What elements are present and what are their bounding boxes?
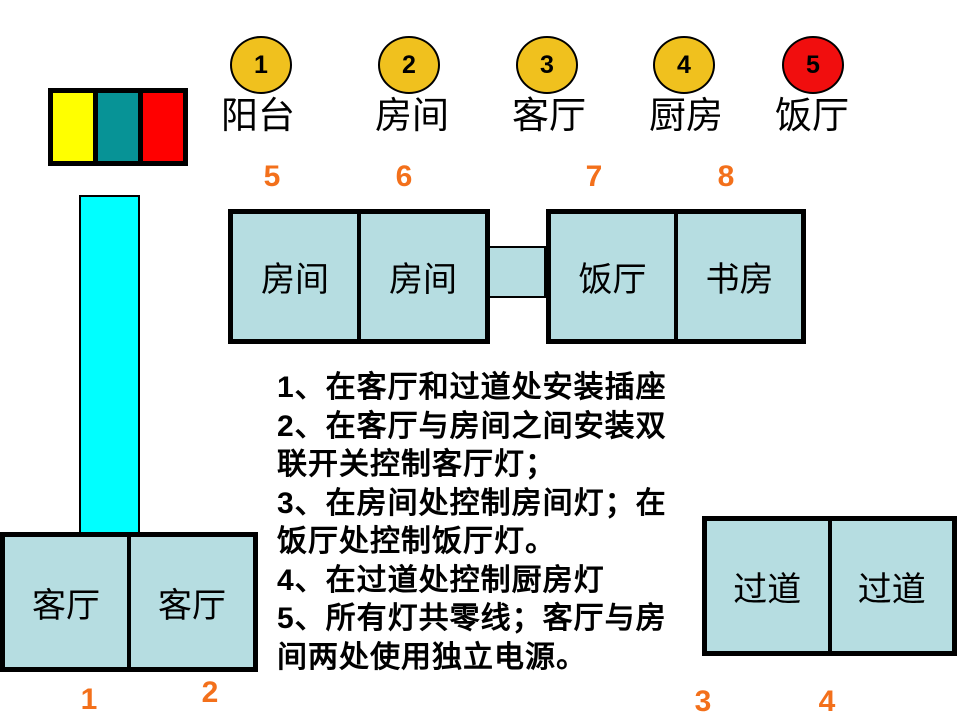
circuit-badge-2: 2 xyxy=(378,36,440,94)
point-number-6: 6 xyxy=(395,160,413,193)
circuit-badge-4: 4 xyxy=(653,36,715,94)
room-cell-corridor-1: 过道 xyxy=(733,571,802,609)
point-number-8: 8 xyxy=(717,160,735,193)
legend-cell-yellow xyxy=(53,93,93,161)
room-cell-bedroom-2: 房间 xyxy=(357,214,485,339)
wiring-instructions: 1、在客厅和过道处安装插座 2、在客厅与房间之间安装双 联开关控制客厅灯； 3、… xyxy=(277,369,717,677)
circuit-label-dining-room: 饭厅 xyxy=(775,96,849,137)
circuit-badge-1: 1 xyxy=(230,36,292,94)
circuit-label-balcony: 阳台 xyxy=(221,96,295,137)
instruction-line-5: 饭厅处控制饭厅灯。 xyxy=(277,525,556,558)
point-number-1: 1 xyxy=(80,683,98,716)
instruction-line-4: 3、在房间处控制房间灯；在 xyxy=(277,486,667,520)
instruction-line-3: 联开关控制客厅灯； xyxy=(277,448,556,481)
block-connector xyxy=(488,246,546,298)
upper-left-room-block: 房间 房间 xyxy=(228,209,490,344)
instruction-line-1: 1、在客厅和过道处安装插座 xyxy=(277,371,667,404)
circuit-badge-5: 5 xyxy=(782,36,844,94)
circuit-badge-4-number: 4 xyxy=(677,50,691,79)
point-number-7: 7 xyxy=(585,160,603,193)
circuit-badge-3-number: 3 xyxy=(540,50,554,79)
circuit-label-kitchen: 厨房 xyxy=(649,96,723,137)
room-cell-living-2: 客厅 xyxy=(127,537,253,667)
circuit-badge-2-number: 2 xyxy=(402,50,416,79)
instruction-line-6: 4、在过道处控制厨房灯 xyxy=(277,563,605,597)
point-number-3: 3 xyxy=(694,685,712,718)
circuit-label-living-room: 客厅 xyxy=(512,96,586,137)
instruction-line-2: 2、在客厅与房间之间安装双 xyxy=(277,409,667,443)
room-cell-study: 书房 xyxy=(674,214,801,339)
room-cell-living-1: 客厅 xyxy=(32,587,100,625)
circuit-badge-1-number: 1 xyxy=(254,50,268,79)
wire-color-legend xyxy=(48,88,188,166)
point-number-2: 2 xyxy=(201,676,219,709)
cyan-riser-bar xyxy=(79,195,140,532)
corridor-block: 过道 过道 xyxy=(702,516,957,656)
point-number-4: 4 xyxy=(818,685,836,718)
upper-right-room-block: 饭厅 书房 xyxy=(546,209,806,344)
circuit-badge-5-number: 5 xyxy=(806,50,820,79)
instruction-line-8: 间两处使用独立电源。 xyxy=(277,640,587,674)
point-number-5: 5 xyxy=(263,160,281,193)
living-room-block: 客厅 客厅 xyxy=(0,532,258,672)
room-cell-bedroom-1: 房间 xyxy=(261,262,329,299)
room-cell-corridor-2: 过道 xyxy=(827,521,953,651)
circuit-label-bedroom: 房间 xyxy=(375,96,449,137)
room-cell-dining: 饭厅 xyxy=(578,262,647,299)
legend-cell-red xyxy=(143,93,183,161)
circuit-badge-3: 3 xyxy=(516,36,578,94)
legend-cell-teal xyxy=(98,93,138,161)
instruction-line-7: 5、所有灯共零线；客厅与房 xyxy=(277,602,667,635)
